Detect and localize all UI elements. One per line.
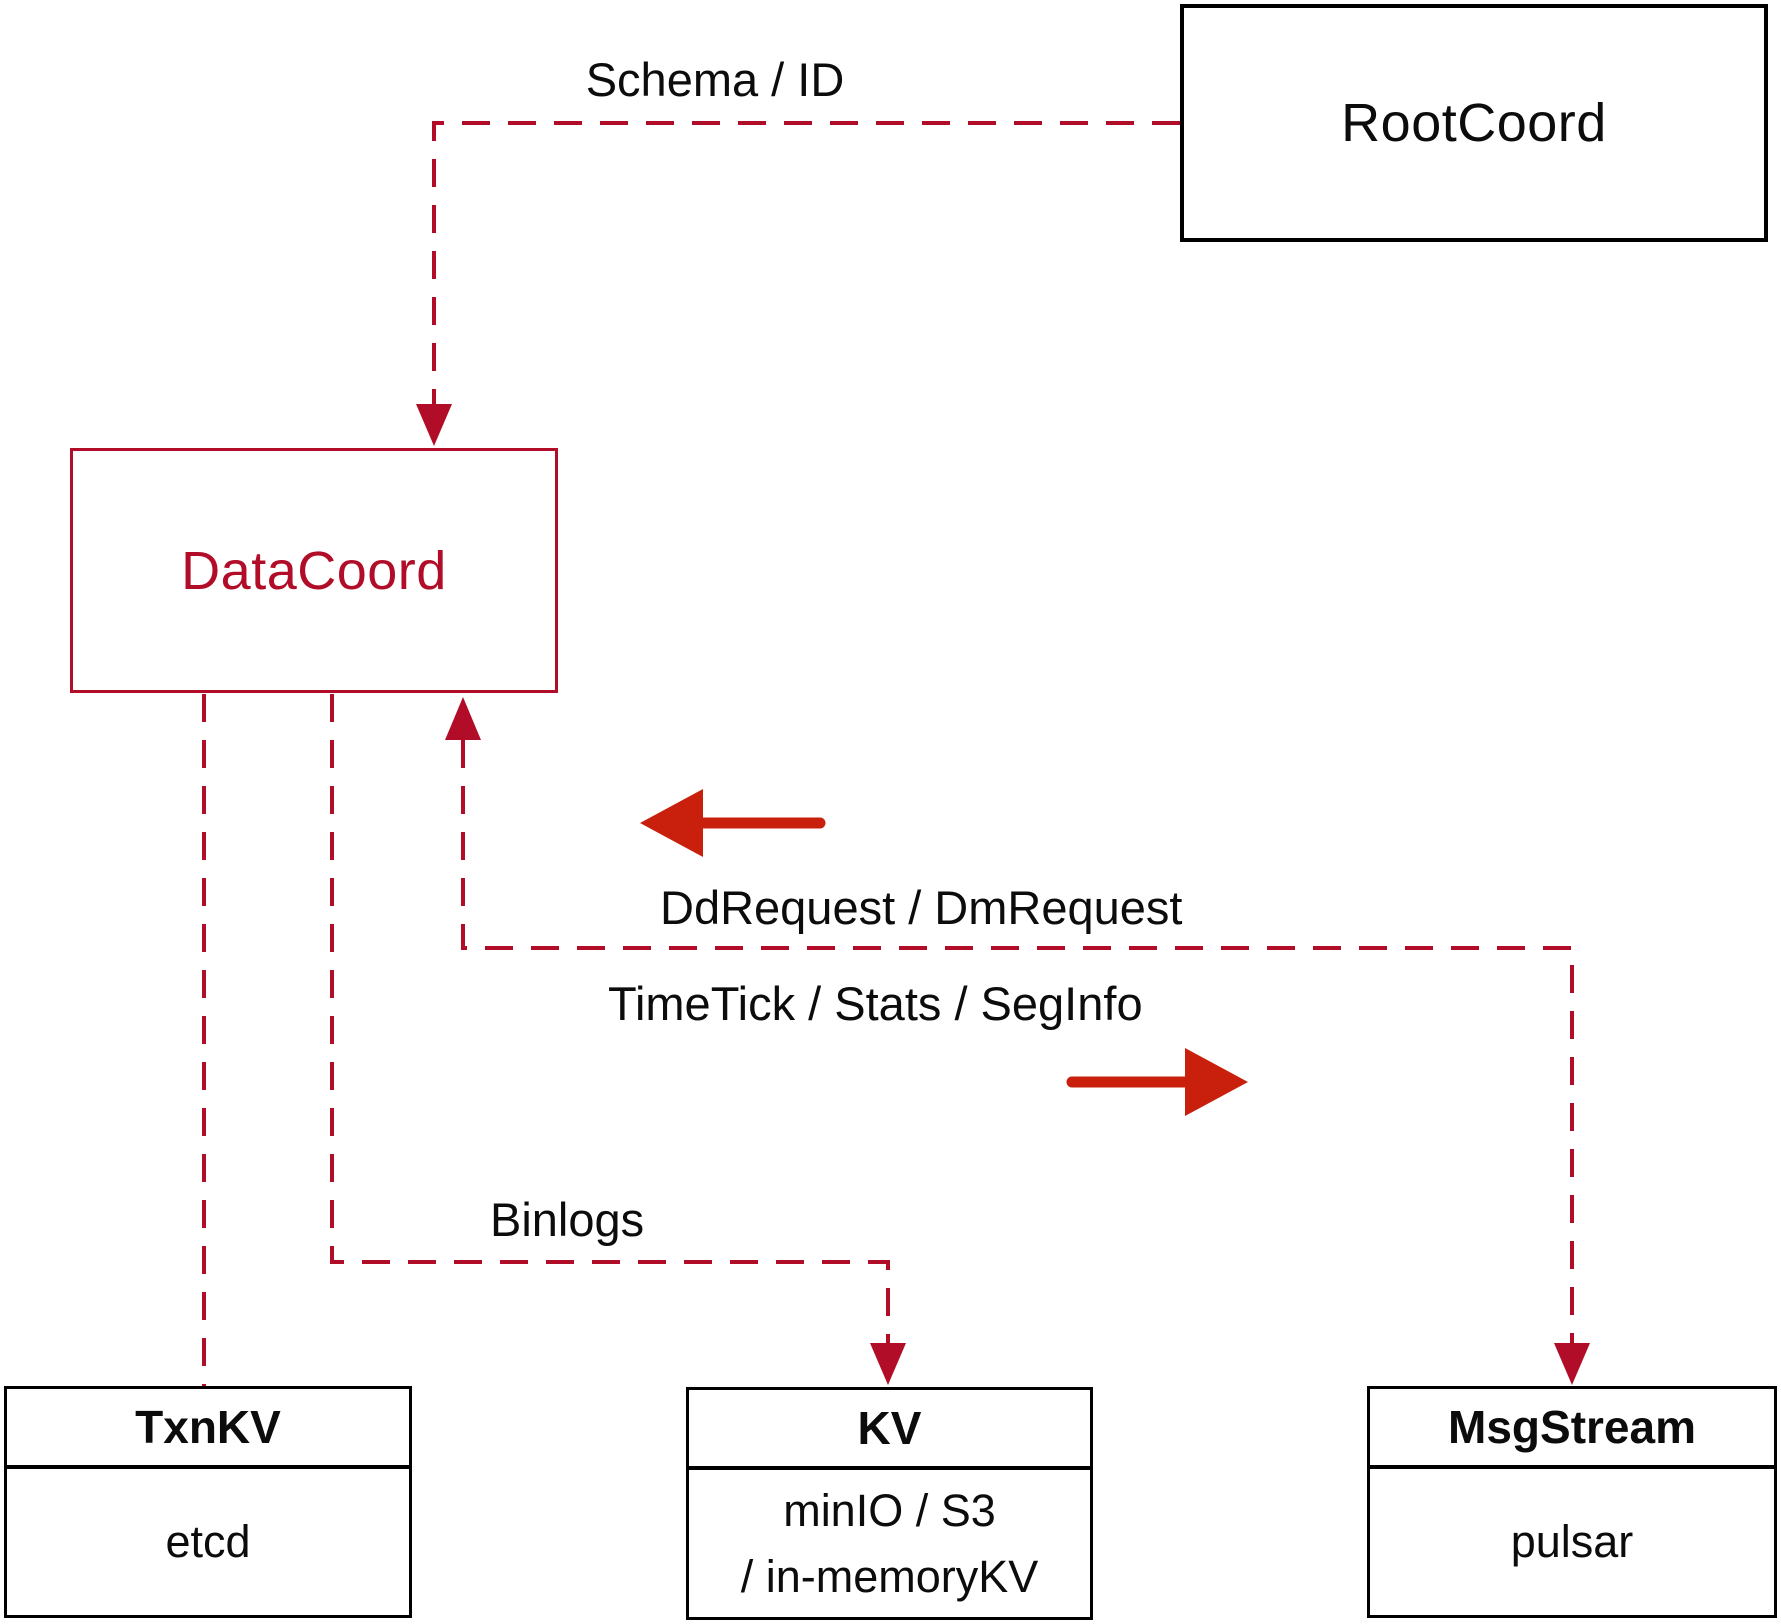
arrowhead-into-kv-icon <box>870 1343 906 1385</box>
txnkv-node: TxnKV etcd <box>4 1386 412 1618</box>
edge-datacoord-msgstream <box>461 740 1574 1343</box>
rootcoord-label: RootCoord <box>1341 93 1607 153</box>
kv-node: KV minIO / S3 / in-memoryKV <box>686 1387 1093 1620</box>
right-direction-arrow-icon <box>1185 1048 1248 1116</box>
txnkv-cell: etcd <box>165 1516 251 1567</box>
kv-header: KV <box>689 1390 1090 1470</box>
datacoord-node: DataCoord <box>70 448 558 693</box>
kv-cell-line1: minIO / S3 <box>783 1484 996 1536</box>
arrowhead-into-datacoord-top-icon <box>416 404 452 446</box>
msgstream-node: MsgStream pulsar <box>1367 1386 1777 1618</box>
arrowhead-into-msgstream-icon <box>1554 1343 1590 1385</box>
edge-rootcoord-datacoord <box>432 121 1180 404</box>
msgstream-cell: pulsar <box>1510 1516 1634 1567</box>
left-direction-arrow-icon <box>640 789 703 857</box>
arrowhead-into-datacoord-bottom-icon <box>445 697 481 740</box>
edge-label-timetick-stats-seginfo: TimeTick / Stats / SegInfo <box>608 977 1143 1030</box>
kv-cell: minIO / S3 / in-memoryKV <box>689 1470 1090 1617</box>
txnkv-header: TxnKV <box>7 1389 409 1469</box>
edge-label-ddrequest-dmrequest: DdRequest / DmRequest <box>660 881 1183 934</box>
msgstream-header: MsgStream <box>1370 1389 1774 1469</box>
edge-datacoord-kv <box>330 694 890 1343</box>
kv-cell-line2: / in-memoryKV <box>740 1550 1039 1602</box>
edge-label-schema-id: Schema / ID <box>585 53 845 106</box>
edge-label-binlogs: Binlogs <box>490 1193 645 1246</box>
datacoord-label: DataCoord <box>181 540 447 601</box>
rootcoord-node: RootCoord <box>1180 4 1768 242</box>
